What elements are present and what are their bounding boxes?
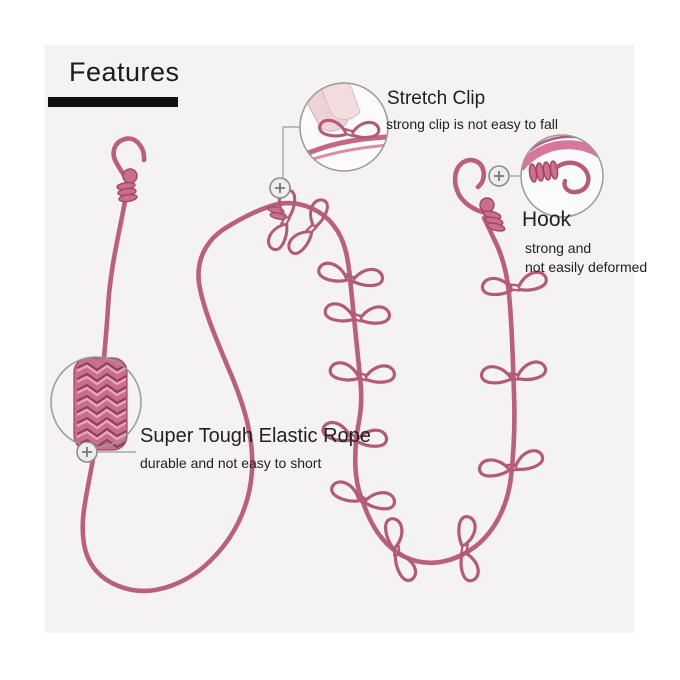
stretch-clip-zoom-circle: [299, 82, 389, 172]
hook-description-line2: not easily deformed: [525, 259, 648, 275]
title-underline-bar: [48, 97, 178, 107]
stretch-clip-label: Stretch Clip: [387, 88, 486, 109]
right-hook-knot: [479, 197, 506, 232]
hook-description-line1: strong and: [525, 240, 592, 256]
clothes-clip: [323, 301, 392, 326]
rope-coil-texture: [73, 357, 128, 451]
callout-connector-lines: [98, 126, 520, 453]
hook-zoom-circle: [520, 134, 604, 218]
stretch-clip-description: strong clip is not easy to fall: [386, 116, 558, 132]
hook-label: Hook: [522, 208, 572, 231]
left-hook-knot: [116, 168, 138, 203]
clothes-clips: [264, 186, 549, 585]
page-title: Features: [69, 57, 180, 87]
zoom-plus-icon: [76, 441, 98, 463]
zoom-plus-icon: [269, 177, 291, 199]
elastic-rope-label: Super Tough Elastic Rope: [140, 425, 371, 447]
clothes-clip: [328, 360, 397, 385]
clothes-clip: [380, 514, 420, 585]
elastic-rope-description: durable and not easy to short: [140, 455, 322, 471]
left-hook: [111, 136, 147, 182]
zoom-plus-icon: [488, 165, 510, 187]
elastic-rope-main-path: [275, 200, 517, 566]
right-hook: [452, 157, 487, 215]
